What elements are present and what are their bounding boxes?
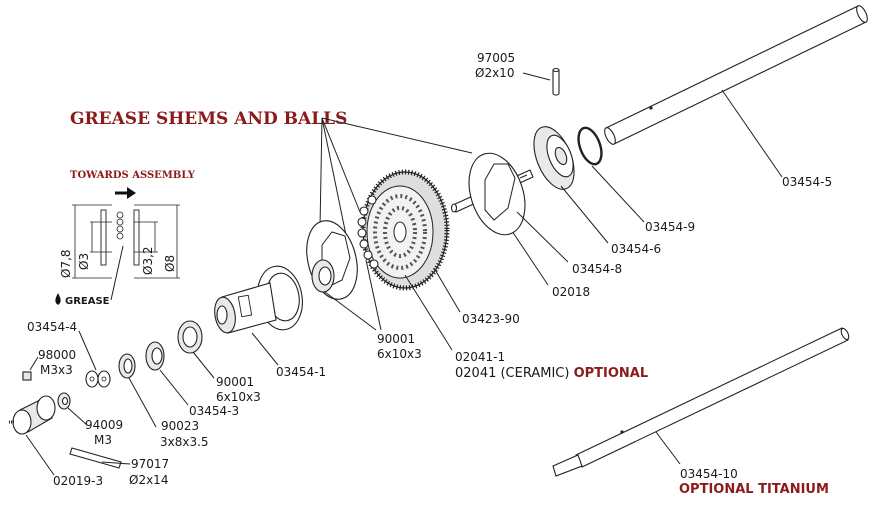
grease-title-leaders — [319, 117, 473, 241]
label-90023: 90023 — [161, 419, 199, 433]
grease-label: GREASE — [65, 296, 110, 307]
label-97005-size: Ø2x10 — [475, 66, 514, 80]
label-90001-upper-size: 6x10x3 — [377, 347, 422, 361]
shim-dimension-detail — [72, 204, 180, 279]
label-03454-4: 03454-4 — [27, 320, 77, 334]
spacer-03454-3 — [145, 341, 165, 371]
label-03454-10-optional: OPTIONAL TITANIUM — [679, 482, 829, 497]
label-03454-9: 03454-9 — [645, 220, 695, 234]
main-shaft — [604, 5, 868, 145]
label-90001-lower: 90001 — [216, 375, 254, 389]
label-98000-size: M3x3 — [40, 363, 73, 377]
diff-plate-03454-8 — [468, 152, 526, 236]
label-02041-prefix: 02041 (CERAMIC) — [455, 366, 569, 381]
dim-d32: Ø3,2 — [141, 246, 155, 275]
label-94009-size: M3 — [94, 433, 112, 447]
pin-97017 — [69, 447, 122, 469]
towards-assembly-label: TOWARDS ASSEMBLY — [70, 170, 196, 181]
bearing-90001-upper — [311, 259, 335, 293]
diff-balls-02041-1 — [357, 195, 379, 269]
label-02018: 02018 — [552, 285, 590, 299]
label-03454-3: 03454-3 — [189, 404, 239, 418]
arrow-right-icon — [115, 187, 136, 199]
label-90023-size: 3x8x3.5 — [160, 435, 209, 449]
label-98000: 98000 — [38, 348, 76, 362]
outdrive-03454-1 — [214, 265, 303, 334]
label-94009: 94009 — [85, 418, 123, 432]
label-97005: 97005 — [477, 51, 515, 65]
diff-plate-left — [306, 220, 358, 300]
spur-gear-03423-90 — [360, 169, 450, 291]
hub-02019-3 — [9, 395, 56, 435]
washers-03454-4 — [85, 370, 111, 388]
label-02041-optional: OPTIONAL — [574, 366, 649, 381]
titanium-shaft-03454-10 — [552, 327, 850, 477]
label-03454-6: 03454-6 — [611, 242, 661, 256]
label-90001-lower-size: 6x10x3 — [216, 390, 261, 404]
label-02019-3: 02019-3 — [53, 474, 103, 488]
label-90001-upper: 90001 — [377, 332, 415, 346]
thrust-bearing-90023 — [118, 353, 136, 379]
grease-drop-icon — [55, 293, 61, 305]
label-03454-1: 03454-1 — [276, 365, 326, 379]
label-02041-ceramic: 02041 (CERAMIC) OPTIONAL — [455, 366, 648, 381]
c-clip-03454-9 — [577, 126, 603, 166]
hub-03454-6 — [533, 126, 575, 190]
label-97017: 97017 — [131, 457, 169, 471]
dim-d78: Ø7,8 — [59, 249, 73, 278]
diagram-title: GREASE SHEMS AND BALLS — [70, 109, 347, 129]
pin-97005 — [552, 67, 560, 96]
dim-d3: Ø3 — [77, 253, 91, 270]
label-03454-10: 03454-10 — [680, 467, 738, 481]
nut-94009 — [57, 392, 71, 410]
bearing-90001-lower — [177, 320, 203, 354]
dim-d8: Ø8 — [163, 255, 177, 272]
label-02041-1: 02041-1 — [455, 350, 505, 364]
label-03454-8: 03454-8 — [572, 262, 622, 276]
label-03454-5: 03454-5 — [782, 175, 832, 189]
label-03423-90: 03423-90 — [462, 312, 520, 326]
label-97017-size: Ø2x14 — [129, 473, 168, 487]
set-screw-98000 — [22, 371, 32, 381]
